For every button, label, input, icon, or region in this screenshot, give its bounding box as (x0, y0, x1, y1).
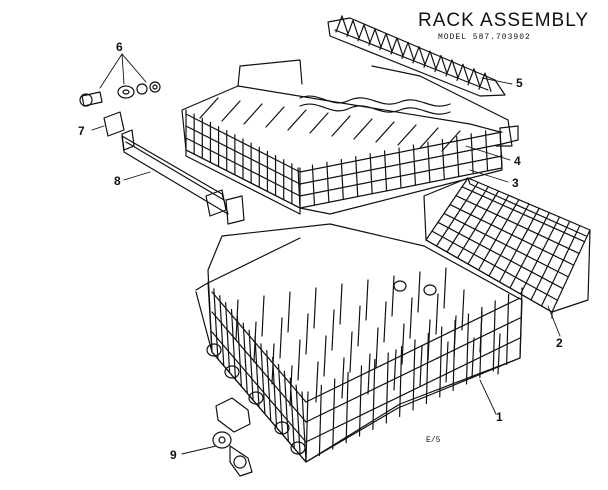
part-6-roller-hardware (79, 81, 161, 107)
callout-5: 5 (516, 76, 523, 90)
callout-8: 8 (114, 174, 121, 188)
callout-1: 1 (496, 410, 503, 424)
part-5-tine-strip (327, 15, 506, 97)
callout-7: 7 (78, 124, 85, 138)
callout-2: 2 (556, 336, 563, 350)
model-number: MODEL 587.703902 (438, 33, 531, 42)
callout-6: 6 (116, 40, 123, 54)
part-8-rack-rail (121, 135, 245, 225)
callout-3: 3 (512, 176, 519, 190)
upper-rack (181, 59, 519, 215)
part-2-silverware-basket (423, 177, 591, 319)
callout-4: 4 (514, 154, 521, 168)
callout-9: 9 (170, 448, 177, 462)
leader-lines (91, 53, 561, 455)
lower-rack (195, 223, 523, 463)
page-reference: E/5 (426, 436, 441, 445)
diagram-title: RACK ASSEMBLY (418, 10, 590, 31)
part-9-rollers (212, 397, 253, 477)
